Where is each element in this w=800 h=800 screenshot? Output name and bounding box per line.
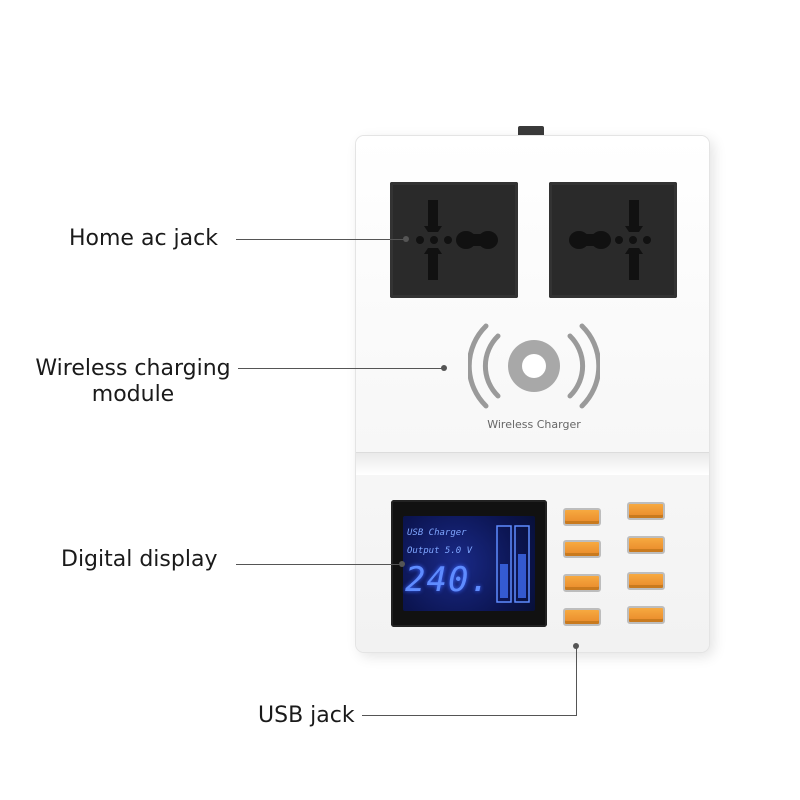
label-digital-display: Digital display (61, 547, 218, 572)
lcd-line-2: Output 5.0 V (407, 546, 473, 556)
ac-socket-left (390, 182, 518, 298)
universal-socket-icon (416, 200, 498, 280)
usb-port-8 (627, 606, 665, 624)
lcd-panel: USB Charger Output 5.0 V 240. (403, 516, 535, 611)
leader-usb-vertical (576, 646, 577, 716)
wireless-charging-pad (466, 316, 602, 416)
lcd-value: 240. (405, 560, 491, 600)
digital-display-screen: USB Charger Output 5.0 V 240. (391, 500, 547, 627)
usb-port-7 (563, 608, 601, 626)
lcd-line-1: USB Charger (407, 528, 467, 538)
leader-display (236, 564, 402, 565)
leader-usb-horizontal (362, 715, 576, 716)
usb-port-3 (563, 540, 601, 558)
wireless-charger-caption: Wireless Charger (487, 418, 581, 431)
label-wireless-line-1: Wireless charging (35, 356, 231, 381)
usb-port-6 (627, 572, 665, 590)
label-wireless-line-2: module (91, 382, 175, 407)
ac-socket-right (549, 182, 677, 298)
usb-port-4 (627, 536, 665, 554)
lcd-segment-bars-icon (496, 525, 530, 603)
leader-dot-ac-jack (403, 236, 409, 242)
wireless-charging-icon (466, 323, 602, 409)
usb-port-1 (563, 508, 601, 526)
label-wireless-charging: Wireless charging module (28, 356, 238, 408)
device-divider (356, 452, 709, 475)
label-usb-jack: USB jack (258, 703, 355, 728)
label-home-ac-jack: Home ac jack (69, 226, 218, 251)
usb-port-5 (563, 574, 601, 592)
leader-wireless (238, 368, 444, 369)
power-switch-tab (518, 126, 544, 138)
leader-ac-jack (236, 239, 406, 240)
leader-dot-display (399, 561, 405, 567)
usb-port-2 (627, 502, 665, 520)
leader-dot-wireless (441, 365, 447, 371)
universal-socket-icon (569, 200, 651, 280)
leader-dot-usb (573, 643, 579, 649)
